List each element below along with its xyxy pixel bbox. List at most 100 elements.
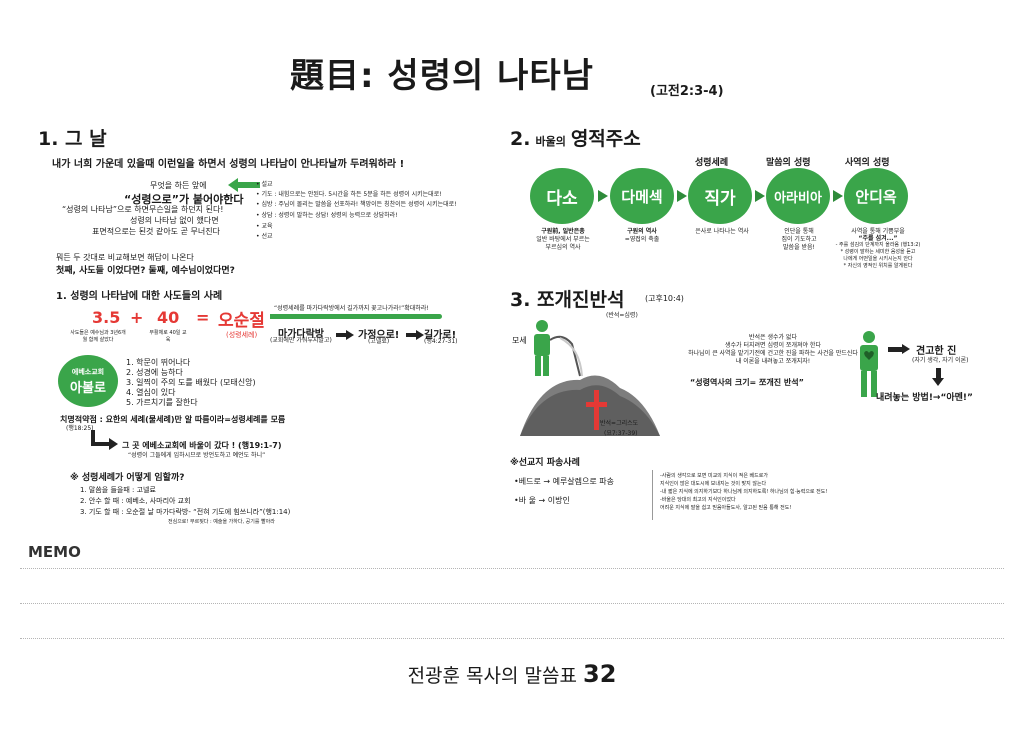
city-straight-street: 직가	[688, 168, 752, 224]
footer-text: 전광훈 목사의 말씀표	[407, 665, 577, 687]
arrow-down-icon	[932, 368, 944, 386]
c1-text: 뭐든 두 갓대로 비교해보면 해답이 나온다	[56, 253, 194, 262]
home-sub: (고넬료)	[368, 338, 390, 345]
rock-illustration	[520, 318, 660, 442]
list-item: 5. 가르치기를 잘한다	[126, 398, 198, 407]
b3-text: • 심방 : 주님이 몰리는 말씀을 선포하라! 책망이든 칭찬이든 성령이 시…	[256, 201, 457, 208]
city-damascus: 다메섹	[610, 168, 674, 224]
eq-n2: 40	[157, 308, 180, 327]
ephesus-top-label: 에베소교회	[71, 367, 105, 376]
a4-text: 성령의 나타남 없이 했다면	[130, 216, 219, 225]
rock-ref: 반석=그리스도	[600, 420, 639, 427]
chevron-right-icon	[677, 190, 687, 202]
n1-sub: 사도들은 예수님과 3년6개월 함께 살았다	[70, 330, 126, 343]
mission-peter: •베드로 → 예루살렘으로 파송	[514, 477, 615, 486]
left-arrow-icon	[228, 178, 260, 192]
b4-text: • 상담 : 성령이 말하는 상담! 성령의 능력으로 상담하라!	[256, 212, 398, 219]
rock-ref2: (요7:37-39)	[604, 430, 638, 437]
rock-text: 반석은 생수가 없다 생수가 터지려면 심령이 쪼개져야 한다 하나님이 큰 사…	[688, 334, 858, 365]
city-arabia: 아라비아	[766, 168, 830, 224]
list-item: 1. 학문이 뛰어나다	[126, 358, 191, 367]
put-down-text: 내려놓는 방법!→“아멘!”	[876, 393, 973, 403]
ephesus-list: 1. 학문이 뛰어나다 2. 성경에 능하다 3. 일찍이 주의 도를 배웠다 …	[126, 358, 256, 408]
how-heading: ※ 성령세례가 어떻게 임할까?	[70, 473, 185, 483]
chevron-right-icon	[755, 190, 765, 202]
how-item-1: 1. 말씀을 들을때 : 고넬료	[80, 486, 156, 494]
label-baptism: 성령세례	[695, 158, 729, 168]
b2-text: • 기도 : 내힘으로는 안된다. 5시간을 하든 5분을 하든 성령이 시키는…	[256, 191, 442, 198]
note-damascus: 구원의 역사=영접의 축출	[624, 228, 660, 243]
fortress-label: 견고한 진	[916, 346, 957, 357]
arrow-right-icon	[336, 330, 354, 340]
a1-text: 무엇을 하든 앞에	[150, 181, 207, 190]
case-heading: 1. 성령의 나타남에 대한 사도들의 사례	[56, 291, 223, 302]
size-text: “성령역사의 크기= 쪼개진 반석”	[690, 378, 804, 387]
mission-notes: -사람의 생각으로 보면 미교의 지식이 적은 베드로가 지식인이 많은 대도시…	[660, 473, 828, 511]
city-tarsus: 다소	[530, 168, 594, 224]
quote-text: “성령세례를 마가다락방에서 길가까지 꽃고나가라!”확대하라!	[274, 305, 429, 312]
eq-result: 오순절	[218, 311, 265, 331]
label-word: 말씀의 성령	[766, 158, 811, 168]
city-antioch: 안디옥	[844, 168, 908, 224]
how-item-3b: 전심으로! 부르짖다 : 예술을 가하다, 공기를 빨아라	[168, 519, 275, 525]
c2-text: 첫째, 사도들 이었다면? 둘째, 예수님이었다면?	[56, 266, 235, 276]
memo-line	[20, 638, 1004, 639]
fatal-ref: (행18:25)	[66, 425, 94, 432]
mission-paul: •바 울 → 이방인	[514, 496, 570, 505]
return-arrow-icon	[90, 430, 120, 456]
section2-heading: 2. 바울의 영적주소	[510, 124, 641, 151]
street-label: 길가로!	[424, 330, 457, 341]
chevron-right-icon	[598, 190, 608, 202]
memo-label: MEMO	[28, 543, 81, 561]
b1-text: • 설교	[256, 181, 273, 188]
ephesus-circle: 에베소교회 아볼로	[58, 355, 118, 407]
memo-line	[20, 568, 1004, 569]
section2-small: 바울의	[535, 135, 566, 148]
mission-heading: ※선교지 파송사례	[510, 458, 580, 468]
section1-subtitle: 내가 너희 가운데 있을때 이런일을 하면서 성령의 나타남이 안나타날까 두려…	[52, 159, 405, 170]
memo-line	[20, 603, 1004, 604]
section3-heading: 3. 쪼개진반석	[510, 289, 625, 311]
paul-sub: “성령이 그들에게 임하시므로 방언도하고 예언도 하니”	[128, 452, 266, 459]
mark-sub: (교회에만 가둬두지말고)	[270, 337, 332, 344]
section2-big: 영적주소	[570, 128, 641, 150]
chevron-right-icon	[833, 190, 843, 202]
note-antioch: 사역을 통해 기쁨부을 “주를 섬겨...” - 주를 섬김의 단계까지 올라옴…	[835, 228, 921, 269]
b5-text: • 교육	[256, 223, 273, 230]
a5-text: 표면적으로는 된것 같아도 곧 무너진다	[92, 227, 220, 236]
fatal-text: 치명적약점 : 요한의 세례(물세례)만 알 따름이라=성령세례를 모름	[60, 415, 286, 424]
section3-ref2: (반석=심령)	[606, 312, 638, 319]
n2-sub: 부활체로 40일 교육	[149, 330, 187, 343]
section3-ref: (고후10:4)	[645, 294, 684, 303]
how-item-3: 3. 기도 할 때 : 오순절 날 마가다락방- “전혀 기도에 힘쓰니라”(행…	[80, 508, 291, 516]
b6-text: • 선교	[256, 233, 273, 240]
home-label: 가정으로!	[358, 330, 400, 341]
title-reference: (고전2:3-4)	[650, 84, 724, 99]
mission-divider	[652, 470, 653, 520]
how-item-2: 2. 안수 할 때 : 예베소, 사마리아 교회	[80, 497, 191, 505]
footer: 전광훈 목사의 말씀표 32	[0, 660, 1024, 688]
mark-label: 마가다락방	[278, 329, 324, 340]
list-item: 4. 열심이 있다	[126, 388, 176, 397]
a3-text: “성령의 나타남”으로 하면무슨일을 하던지 된다!	[62, 205, 224, 214]
arrow-right-icon-3	[888, 344, 910, 354]
label-ministry: 사역의 성령	[845, 158, 890, 168]
street-sub: (행4:27-31)	[424, 338, 458, 345]
moses-label: 모세	[512, 336, 527, 345]
list-item: 2. 성경에 능하다	[126, 368, 183, 377]
section1-heading: 1. 그 날	[38, 128, 107, 150]
page-number: 32	[583, 660, 617, 688]
eq-plus: +	[130, 308, 144, 327]
page-title: 題目: 성령의 나타남	[290, 56, 594, 96]
section2-number: 2.	[510, 128, 531, 150]
a2-text: “성령으로”가 붙어야한다	[124, 193, 244, 206]
paul-text: 그 곳 에베소교회에 바울이 갔다 ! (행19:1-7)	[122, 441, 282, 450]
fortress-sub: (자기 생각, 자기 이론)	[912, 357, 969, 364]
person-heart-icon	[854, 330, 884, 404]
eq-n1: 3.5	[92, 308, 121, 327]
green-underline	[270, 314, 442, 319]
note-straight: 은사로 나타나는 역사	[695, 228, 749, 235]
eq-result-sub: (성령세례)	[226, 331, 258, 339]
